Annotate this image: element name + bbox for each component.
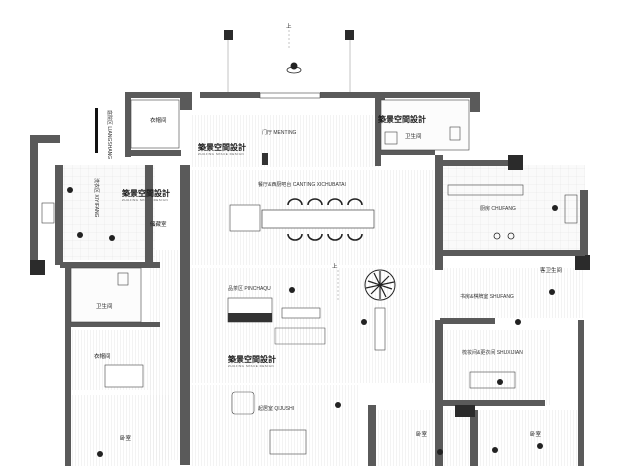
bath-top-label: 卫生间 <box>405 132 422 140</box>
bedroom-mid-floor <box>375 410 470 466</box>
makeup-desk <box>469 371 516 389</box>
tea-floor <box>190 268 435 383</box>
window-top <box>259 92 321 99</box>
kitchen-stools <box>493 232 515 240</box>
person-figure-makeup <box>497 379 503 385</box>
laundry-machine <box>41 202 55 224</box>
kitchen-sink <box>564 194 578 224</box>
person-figure-laundry <box>67 187 73 193</box>
tree-icon <box>364 269 396 301</box>
brand-watermark-left: 築景空間設計 ZHUJING SPACE DESIGN <box>121 188 170 202</box>
svg-text:ZHUJING SPACE DESIGN: ZHUJING SPACE DESIGN <box>122 198 168 202</box>
study-floor <box>440 268 585 318</box>
bedroom-right-label: 卧室 <box>530 430 542 438</box>
tea-table <box>281 307 321 319</box>
shoe-room <box>130 99 180 149</box>
bath-top-sink <box>384 131 398 145</box>
laundry-tile <box>60 165 155 260</box>
kitchen-tile <box>440 165 585 250</box>
foyer-floor <box>190 115 380 167</box>
bath-top <box>380 99 470 151</box>
closet-label: 衣帽间 <box>94 352 111 360</box>
bath-left-label: 卫生间 <box>96 302 113 310</box>
closet-island <box>104 364 144 388</box>
living-sofa <box>231 391 255 415</box>
garden-label: 庭院区 LIANGSHANG <box>106 110 113 159</box>
person-figure-bedroom-right-2 <box>537 443 543 449</box>
tea-steps <box>274 327 326 345</box>
person-figure-study-2 <box>515 319 521 325</box>
svg-text:ZHUJING SPACE DESIGN: ZHUJING SPACE DESIGN <box>228 364 274 368</box>
person-figure-study <box>549 289 555 295</box>
up-stairs-label: 上 <box>332 262 338 270</box>
living-table <box>269 429 307 455</box>
person-figure-living <box>335 402 341 408</box>
dining-counter <box>229 204 261 232</box>
person-figure-entrance <box>286 62 302 74</box>
tea-planter <box>374 307 386 351</box>
bath-left-toilet <box>117 272 129 286</box>
person-figure-kitchen <box>552 205 558 211</box>
person-figure-laundry-2 <box>77 232 83 238</box>
garden-column <box>95 108 98 153</box>
tea-label: 品茶区 PINCHAQU <box>228 285 271 292</box>
bedroom-mid-label: 卧室 <box>416 430 428 438</box>
bedroom-left-label: 卧室 <box>120 434 132 442</box>
bedroom-right-floor <box>478 410 578 466</box>
tea-counter-base <box>228 313 272 322</box>
wine-label: 储藏室 <box>150 220 167 228</box>
laundry-label: 洗衣区 XIYIFANG <box>93 178 100 218</box>
living-label: 起居室 QIJUSHI <box>258 405 294 412</box>
svg-text:築景空間設計: 築景空間設計 <box>377 114 426 124</box>
dining-label: 餐厅&西厨吧台 CANTING XICHUBATAI <box>258 181 346 188</box>
study-label: 书房&棋牌室 SHUFANG <box>460 293 514 300</box>
brand-watermark-foyer: 築景空間設計 ZHUJING SPACE DESIGN <box>197 142 246 156</box>
person-figure-laundry-3 <box>109 235 115 241</box>
brand-watermark-tea: 築景空間設計 ZHUJING SPACE DESIGN <box>227 354 276 368</box>
svg-text:築景空間設計: 築景空間設計 <box>197 142 246 152</box>
entrance-pillar-left <box>224 30 233 40</box>
person-figure-tea <box>289 287 295 293</box>
svg-text:築景空間設計: 築景空間設計 <box>227 354 276 364</box>
kitchen-counter-top <box>447 184 524 196</box>
bath-top-toilet <box>449 126 461 141</box>
living-floor <box>190 385 360 466</box>
dining-table <box>261 209 375 229</box>
kitchen-label: 厨房 CHUFANG <box>480 205 516 212</box>
entrance-pillar-right <box>345 30 354 40</box>
makeup-label: 梳妆间&更衣间 SHUXIJIAN <box>462 349 523 356</box>
foyer-cabinet <box>262 153 268 165</box>
dining-chairs-bottom <box>287 233 363 241</box>
dining-chairs-top <box>287 198 363 206</box>
person-figure-tea-2 <box>361 319 367 325</box>
entrance-up-label: 上 <box>286 22 292 30</box>
guest-bath-label: 客卫生间 <box>540 266 562 274</box>
person-figure-bedroom-left <box>97 451 103 457</box>
svg-text:ZHUJING SPACE DESIGN: ZHUJING SPACE DESIGN <box>198 152 244 156</box>
brand-watermark-bath: 築景空間設計 <box>377 114 426 124</box>
makeup-floor <box>440 330 550 405</box>
bath-left <box>70 267 142 323</box>
bedroom-left-floor <box>70 395 170 466</box>
person-figure-bedroom-right <box>492 447 498 453</box>
person-figure-bedroom-mid <box>437 449 443 455</box>
svg-text:築景空間設計: 築景空間設計 <box>121 188 170 198</box>
shoe-room-label: 衣帽间 <box>150 116 167 124</box>
foyer-label: 门厅 MENTING <box>262 129 297 136</box>
